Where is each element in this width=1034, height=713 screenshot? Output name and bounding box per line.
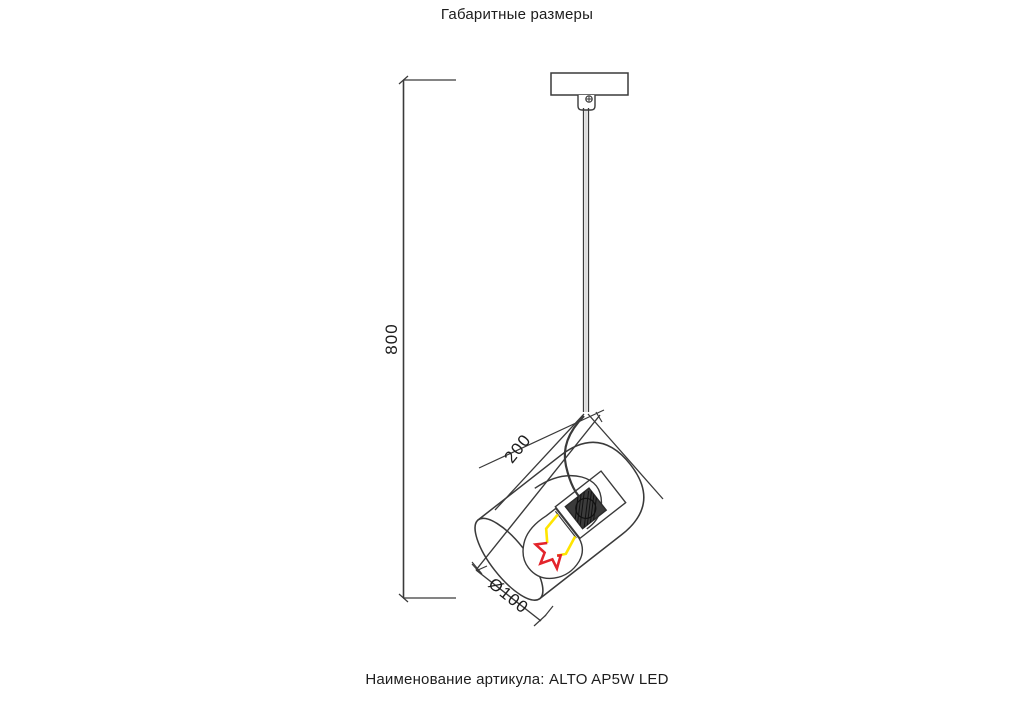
- strut-left: [494, 413, 585, 511]
- canopy-plate: [550, 72, 629, 96]
- dimension-height-800: [398, 75, 456, 603]
- socket-outer-frame: [554, 470, 627, 540]
- dimension-label-height: 800: [382, 323, 401, 354]
- lamp-socket: [554, 470, 627, 540]
- socket-hatching: [574, 490, 597, 528]
- inner-cable-curve: [563, 415, 585, 501]
- article-caption: Наименование артикула: ALTO AP5W LED: [365, 671, 669, 688]
- dimension-line-100: [475, 569, 542, 622]
- dimension-line-200: [475, 414, 601, 571]
- page-title: Габаритные размеры: [440, 6, 594, 23]
- arrow-tick-bottom: [398, 593, 409, 603]
- dimension-shade-diameter-100: [471, 561, 554, 627]
- arrow-tick-200-start: [595, 411, 603, 423]
- cable-gripper: [577, 95, 596, 111]
- ext-line-200-a: [478, 409, 605, 469]
- strut-right: [587, 413, 664, 500]
- socket-ring: [575, 497, 597, 519]
- shade-support-struts: [494, 413, 664, 511]
- arrow-tick-100-start: [471, 561, 483, 575]
- bulb-neck: [554, 510, 577, 539]
- arrow-tick-100-end: [533, 614, 547, 627]
- light-bulb: [522, 507, 584, 580]
- suspension-cable: [582, 108, 590, 412]
- bulb-filament: [532, 541, 563, 572]
- dimension-label-shade-length: 200: [500, 430, 535, 466]
- ext-line-200-b: [477, 565, 488, 571]
- ext-line-100-a: [544, 605, 554, 617]
- ceiling-canopy: [550, 72, 629, 96]
- arrow-tick-top: [398, 75, 409, 85]
- lead-wire-upper: [544, 513, 559, 544]
